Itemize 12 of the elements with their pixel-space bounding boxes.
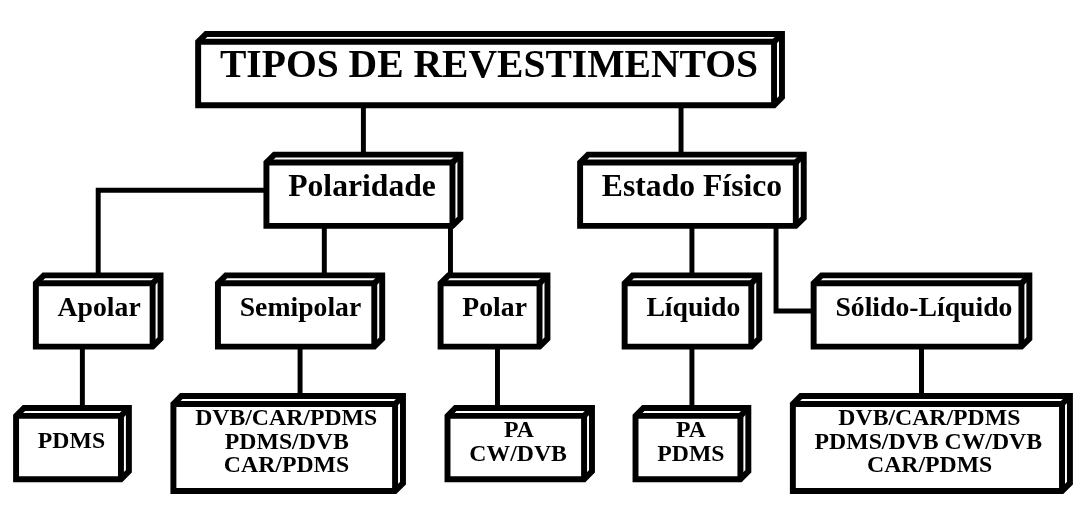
connector [919,346,924,396]
connector [678,105,684,154]
connector [448,226,453,275]
connector [79,346,85,407]
connector [95,187,267,275]
connector [495,346,500,407]
connector [360,105,366,154]
connector [773,226,814,313]
connector [297,346,303,396]
connector [689,346,695,407]
connector [689,226,695,275]
connector [321,226,327,275]
